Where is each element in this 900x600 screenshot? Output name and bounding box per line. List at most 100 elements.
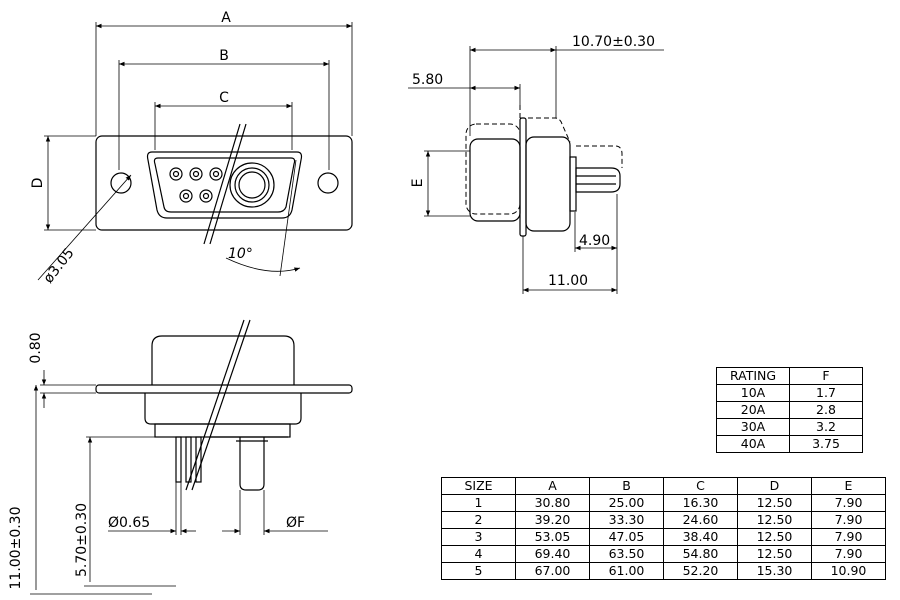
dim-label-d: D bbox=[30, 178, 46, 189]
top-shell bbox=[151, 335, 295, 385]
table-cell: 3.2 bbox=[789, 418, 863, 436]
table-cell: 38.40 bbox=[663, 528, 738, 546]
table-cell: 47.05 bbox=[589, 528, 664, 546]
side-view bbox=[465, 105, 623, 237]
shell-outline bbox=[146, 151, 303, 219]
bottom-flange bbox=[95, 384, 353, 394]
table-cell: 67.00 bbox=[515, 562, 590, 580]
dim-label-angle: 10° bbox=[228, 246, 253, 262]
table-cell: 25.00 bbox=[589, 494, 664, 512]
dim-label-c: C bbox=[219, 90, 229, 106]
table-cell: 24.60 bbox=[663, 511, 738, 529]
table-cell: 69.40 bbox=[515, 545, 590, 563]
table-cell: 30.80 bbox=[515, 494, 590, 512]
bottom-dimensions bbox=[30, 370, 328, 595]
dim-label-body-length: 5.80 bbox=[412, 72, 443, 88]
break-line bbox=[203, 123, 241, 245]
power-contact bbox=[229, 162, 275, 208]
dim-label-pin-height: 5.70±0.30 bbox=[74, 503, 90, 577]
table-cell: 5 bbox=[441, 562, 516, 580]
mount-hole-left bbox=[110, 172, 132, 194]
table-cell: 7.90 bbox=[811, 494, 886, 512]
table-header-cell: A bbox=[515, 477, 590, 495]
power-pin-bottom bbox=[239, 437, 265, 491]
table-cell: 63.50 bbox=[589, 545, 664, 563]
table-header-cell: C bbox=[663, 477, 738, 495]
table-cell: 15.30 bbox=[737, 562, 812, 580]
table-cell: 40A bbox=[716, 435, 790, 453]
table-header-cell: B bbox=[589, 477, 664, 495]
table-header-cell: F bbox=[789, 367, 863, 385]
table-cell: 1.7 bbox=[789, 384, 863, 402]
table-cell: 12.50 bbox=[737, 494, 812, 512]
front-shell bbox=[525, 136, 571, 232]
side-flange bbox=[519, 117, 527, 237]
bottom-view bbox=[95, 319, 353, 491]
alt-housing-dashed bbox=[465, 123, 521, 215]
dim-label-e: E bbox=[410, 179, 426, 188]
mount-hole-right bbox=[317, 172, 339, 194]
table-header-row: RATING F bbox=[716, 367, 863, 385]
dim-label-total-length: 10.70±0.30 bbox=[572, 34, 655, 50]
front-view bbox=[95, 123, 353, 245]
table-cell: 7.90 bbox=[811, 528, 886, 546]
table-cell: 7.90 bbox=[811, 511, 886, 529]
table-header-cell: D bbox=[737, 477, 812, 495]
table-header-row: SIZE A B C D E bbox=[441, 477, 886, 495]
dim-label-power-pin-diameter: ØF bbox=[286, 515, 305, 531]
pin-block bbox=[154, 423, 291, 438]
dim-label-pin-diameter: Ø0.65 bbox=[108, 515, 150, 531]
dim-label-pin-length: 4.90 bbox=[579, 233, 610, 249]
flange-outline bbox=[95, 135, 353, 231]
table-cell: 2 bbox=[441, 511, 516, 529]
table-cell: 1 bbox=[441, 494, 516, 512]
dim-label-flange-thickness: 0.80 bbox=[28, 332, 44, 363]
table-cell: 12.50 bbox=[737, 511, 812, 529]
table-header-cell: RATING bbox=[716, 367, 790, 385]
table-cell: 61.00 bbox=[589, 562, 664, 580]
front-dimensions bbox=[37, 22, 353, 281]
dim-label-hole-diameter: ø3.05 bbox=[41, 245, 78, 286]
shoulder bbox=[569, 156, 577, 212]
side-dimensions bbox=[408, 46, 664, 294]
table-cell: 52.20 bbox=[663, 562, 738, 580]
table-cell: 20A bbox=[716, 401, 790, 419]
dim-label-a: A bbox=[221, 10, 231, 26]
table-cell: 3.75 bbox=[789, 435, 863, 453]
dim-label-b: B bbox=[219, 48, 229, 64]
table-cell: 12.50 bbox=[737, 545, 812, 563]
table-header-cell: E bbox=[811, 477, 886, 495]
break-line bbox=[209, 123, 247, 245]
table-cell: 4 bbox=[441, 545, 516, 563]
table-cell: 7.90 bbox=[811, 545, 886, 563]
table-cell: 2.8 bbox=[789, 401, 863, 419]
dim-label-overall-height: 11.00±0.30 bbox=[8, 507, 24, 590]
table-header-cell: SIZE bbox=[441, 477, 516, 495]
table-cell: 10A bbox=[716, 384, 790, 402]
table-cell: 53.05 bbox=[515, 528, 590, 546]
shell-inner bbox=[153, 157, 296, 213]
table-cell: 10.90 bbox=[811, 562, 886, 580]
table-cell: 12.50 bbox=[737, 528, 812, 546]
signal-pins bbox=[169, 167, 223, 203]
table-cell: 16.30 bbox=[663, 494, 738, 512]
table-cell: 3 bbox=[441, 528, 516, 546]
table-cell: 33.30 bbox=[589, 511, 664, 529]
rear-housing bbox=[469, 138, 521, 222]
table-cell: 54.80 bbox=[663, 545, 738, 563]
table-cell: 30A bbox=[716, 418, 790, 436]
power-pin-side bbox=[575, 167, 621, 193]
table-cell: 39.20 bbox=[515, 511, 590, 529]
